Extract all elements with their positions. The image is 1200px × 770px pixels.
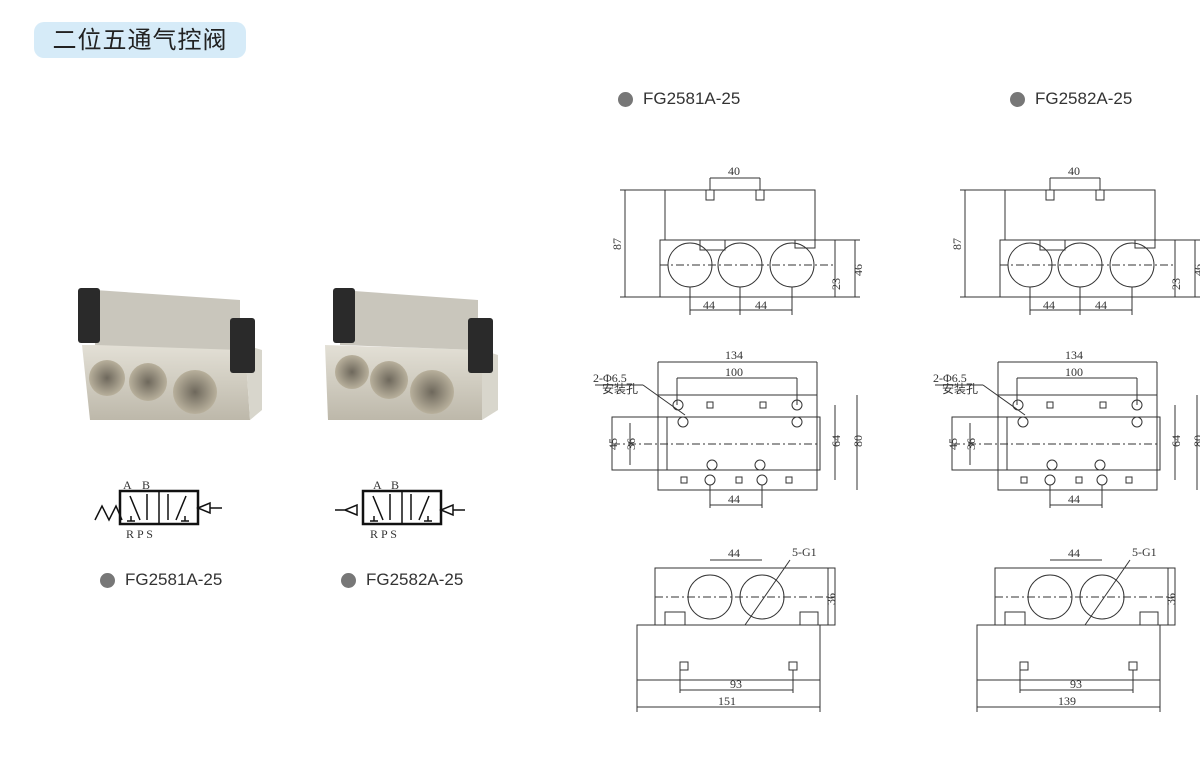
mounting-hole-label: 安装孔 — [602, 381, 638, 396]
dimension-label: 44 — [728, 492, 740, 506]
dimension-label: 45 — [606, 438, 620, 450]
dimension-label: 44 — [728, 546, 740, 560]
valve-symbol-fg2582: A B R P S — [335, 478, 465, 541]
dimension-label: 100 — [1065, 365, 1083, 379]
port-label-a: A — [373, 478, 382, 492]
dimension-label: 151 — [718, 694, 736, 708]
model-label: FG2581A-25 — [125, 570, 223, 589]
port-label-rps: R P S — [126, 527, 153, 541]
drawing-caption-fg2582: FG2582A-25 — [1010, 89, 1132, 109]
valve-symbol-fg2581: A B R P S — [94, 478, 222, 541]
model-label: FG2582A-25 — [1035, 89, 1133, 108]
port-label-rps: R P S — [370, 527, 397, 541]
dimension-label: 44 — [703, 298, 715, 312]
dimension-label: 134 — [725, 348, 743, 362]
dimension-label: 134 — [1065, 348, 1083, 362]
bullet-icon — [100, 572, 115, 588]
section-title: 二位五通气控阀 — [34, 22, 246, 58]
model-label: FG2582A-25 — [366, 570, 464, 589]
product-photo-fg2581 — [78, 288, 262, 420]
dimension-label: 46 — [851, 264, 865, 276]
thread-spec: 5-G1 — [1132, 545, 1157, 559]
mounting-hole-spec: 2-Φ6.5 — [593, 371, 627, 385]
dimension-label: 45 — [946, 438, 960, 450]
port-label-b: B — [391, 478, 399, 492]
dimension-label: 100 — [725, 365, 743, 379]
dimension-label: 44 — [1095, 298, 1107, 312]
model-label: FG2581A-25 — [643, 89, 741, 108]
product-photo-fg2582 — [325, 288, 498, 420]
dimension-label: 36 — [1164, 593, 1178, 605]
dimension-label: 44 — [1068, 546, 1080, 560]
dimension-label: 93 — [730, 677, 742, 691]
port-label-b: B — [142, 478, 150, 492]
dimension-label: 44 — [755, 298, 767, 312]
dimension-label: 80 — [851, 435, 865, 447]
dimension-label: 93 — [1070, 677, 1082, 691]
mounting-hole-spec: 2-Φ6.5 — [933, 371, 967, 385]
dimension-label: 139 — [1058, 694, 1076, 708]
dimension-label: 23 — [829, 278, 843, 290]
drawing-caption-fg2581: FG2581A-25 — [618, 89, 740, 109]
dimension-label: 87 — [950, 238, 964, 250]
dimension-label: 40 — [728, 164, 740, 178]
mounting-hole-label: 安装孔 — [942, 381, 978, 396]
dimension-label: 80 — [1191, 435, 1200, 447]
dimension-label: 64 — [829, 435, 843, 447]
bullet-icon — [618, 91, 633, 107]
dimension-label: 36 — [964, 438, 978, 450]
dimension-label: 40 — [1068, 164, 1080, 178]
thread-spec: 5-G1 — [792, 545, 817, 559]
product-caption-fg2581: FG2581A-25 — [100, 570, 222, 590]
bullet-icon — [341, 572, 356, 588]
dimension-label: 46 — [1191, 264, 1200, 276]
dimension-label: 36 — [824, 593, 838, 605]
dimension-label: 44 — [1043, 298, 1055, 312]
bullet-icon — [1010, 91, 1025, 107]
product-caption-fg2582: FG2582A-25 — [341, 570, 463, 590]
dimension-label: 23 — [1169, 278, 1183, 290]
dimension-label: 36 — [624, 438, 638, 450]
dimension-label: 44 — [1068, 492, 1080, 506]
port-label-a: A — [123, 478, 132, 492]
dimension-label: 87 — [610, 238, 624, 250]
dimension-label: 64 — [1169, 435, 1183, 447]
